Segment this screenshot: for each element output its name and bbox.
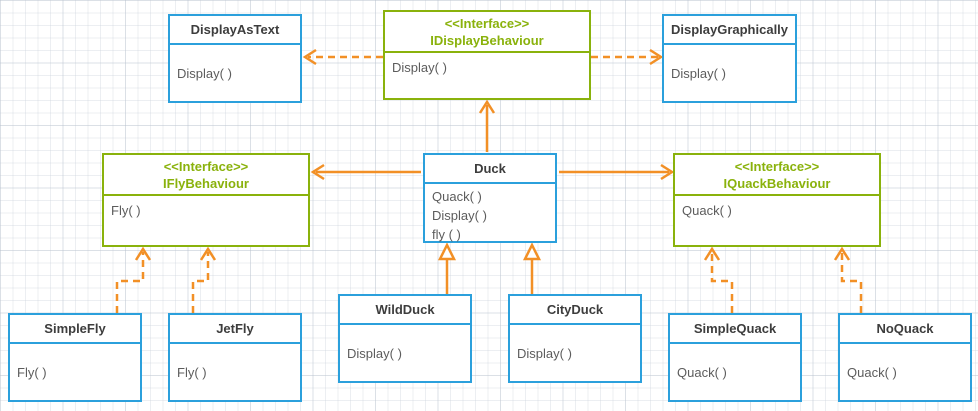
- class-method: Display( ): [517, 345, 572, 361]
- interface-iquackbehaviour[interactable]: <<Interface>> IQuackBehaviour Quack( ): [673, 153, 881, 247]
- class-title: SimpleFly: [10, 315, 140, 344]
- class-title: NoQuack: [840, 315, 970, 344]
- interface-stereotype: <<Interface>>: [734, 158, 820, 174]
- class-method: Display( ): [671, 65, 726, 81]
- class-method: Display( ): [347, 345, 402, 361]
- interface-idisplaybehaviour[interactable]: <<Interface>> IDisplayBehaviour Display(…: [383, 10, 591, 100]
- edge-simplefly-to-iflybehaviour[interactable]: [115, 246, 152, 313]
- interface-stereotype: <<Interface>>: [163, 158, 249, 174]
- interface-title: IFlyBehaviour: [163, 175, 249, 191]
- class-title: DisplayGraphically: [664, 16, 795, 45]
- interface-title: IDisplayBehaviour: [430, 32, 544, 48]
- class-method: Display( ): [432, 208, 487, 223]
- class-title: WildDuck: [340, 296, 470, 325]
- class-method: Quack( ): [432, 189, 482, 204]
- class-title: CityDuck: [510, 296, 640, 325]
- class-title: Duck: [425, 155, 555, 184]
- class-method: Display( ): [177, 65, 232, 81]
- class-wildduck[interactable]: WildDuck Display( ): [338, 294, 472, 383]
- class-cityduck[interactable]: CityDuck Display( ): [508, 294, 642, 383]
- class-title: SimpleQuack: [670, 315, 800, 344]
- class-method: Fly( ): [177, 364, 207, 380]
- class-simplequack[interactable]: SimpleQuack Quack( ): [668, 313, 802, 402]
- edge-duck-to-idisplaybehaviour[interactable]: [478, 99, 496, 152]
- class-method: Quack( ): [847, 364, 897, 380]
- class-displayastext[interactable]: DisplayAsText Display( ): [168, 14, 302, 103]
- interface-stereotype: <<Interface>>: [444, 15, 530, 31]
- class-title: DisplayAsText: [170, 16, 300, 45]
- class-title: JetFly: [170, 315, 300, 344]
- edge-simplequack-to-iquackbehaviour[interactable]: [703, 246, 734, 313]
- edge-idisplaybehaviour-to-displayastext[interactable]: [302, 48, 383, 66]
- class-method: fly ( ): [432, 227, 461, 242]
- interface-method: Quack( ): [682, 203, 732, 218]
- edge-idisplaybehaviour-to-displaygraphically[interactable]: [591, 48, 664, 66]
- class-simplefly[interactable]: SimpleFly Fly( ): [8, 313, 142, 402]
- class-noquack[interactable]: NoQuack Quack( ): [838, 313, 972, 402]
- edge-wildduck-to-duck[interactable]: [437, 242, 457, 294]
- edge-noquack-to-iquackbehaviour[interactable]: [833, 246, 863, 313]
- class-jetfly[interactable]: JetFly Fly( ): [168, 313, 302, 402]
- edge-duck-to-iflybehaviour[interactable]: [310, 163, 421, 181]
- edge-duck-to-iquackbehaviour[interactable]: [559, 163, 675, 181]
- edge-cityduck-to-duck[interactable]: [522, 242, 542, 294]
- interface-method: Fly( ): [111, 203, 141, 218]
- interface-method: Display( ): [392, 60, 447, 75]
- interface-iflybehaviour[interactable]: <<Interface>> IFlyBehaviour Fly( ): [102, 153, 310, 247]
- class-method: Fly( ): [17, 364, 47, 380]
- class-duck[interactable]: Duck Quack( ) Display( ) fly ( ): [423, 153, 557, 243]
- edge-jetfly-to-iflybehaviour[interactable]: [191, 246, 217, 313]
- class-displaygraphically[interactable]: DisplayGraphically Display( ): [662, 14, 797, 103]
- interface-title: IQuackBehaviour: [723, 175, 831, 191]
- class-method: Quack( ): [677, 364, 727, 380]
